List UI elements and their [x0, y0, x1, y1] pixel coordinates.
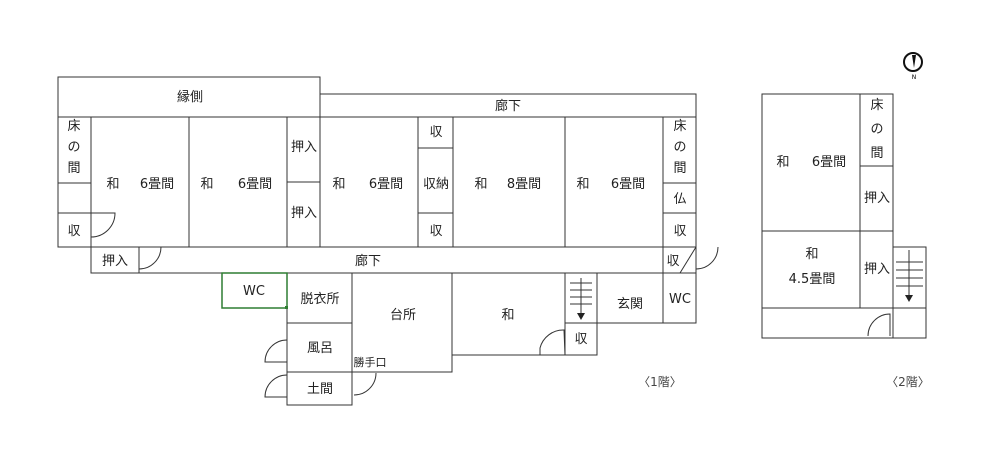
compass-icon: N — [903, 52, 923, 81]
label-wc-2: WC — [669, 292, 691, 307]
stairs-1f — [570, 278, 592, 320]
caption-floor-2: 〈2階〉 — [886, 374, 930, 389]
caption-floor-1: 〈1階〉 — [638, 374, 682, 389]
room5-wa: 和 — [576, 177, 589, 192]
toko-a-1: 床 — [67, 119, 80, 134]
label-lower-corridor: 廊下 — [355, 253, 381, 269]
label-butsu: 仏 — [673, 192, 686, 207]
label-katteguchi: 勝手口 — [354, 355, 387, 369]
engawa — [57, 76, 321, 118]
stair-landing — [892, 307, 927, 339]
label-upper-corridor: 廊下 — [495, 98, 521, 114]
room3-wa: 和 — [332, 177, 345, 192]
label-datsuijo: 脱衣所 — [300, 291, 339, 307]
toko-2f-1: 床 — [870, 98, 883, 113]
room6-size: 6畳間 — [812, 155, 846, 170]
label-shu-6: 収 — [574, 332, 587, 347]
label-oshiire-2: 押入 — [291, 206, 317, 221]
floor-2-plan — [761, 93, 927, 339]
label-genkan: 玄関 — [617, 297, 643, 312]
toko-b-2: の — [673, 140, 686, 155]
label-shu-5: 収 — [666, 254, 679, 269]
room5-size: 6畳間 — [611, 177, 645, 192]
label-daidokoro: 台所 — [390, 308, 416, 323]
room6-wa: 和 — [776, 155, 789, 170]
label-engawa: 縁側 — [177, 89, 203, 105]
label-furo: 風呂 — [307, 341, 333, 356]
label-shu-2: 収 — [429, 125, 442, 140]
label-doma: 土間 — [307, 382, 333, 397]
room2-size: 6畳間 — [238, 177, 272, 192]
shu-small — [564, 322, 598, 356]
room1-size: 6畳間 — [140, 177, 174, 192]
label-shu-1: 収 — [67, 224, 80, 239]
label-2f-oshiire-2: 押入 — [864, 262, 890, 277]
room4-size: 8畳間 — [507, 177, 541, 192]
toko-2f-3: 間 — [870, 146, 883, 161]
room2-wa: 和 — [200, 177, 213, 192]
lower-corridor — [90, 246, 697, 274]
room3-size: 6畳間 — [369, 177, 403, 192]
room1-wa: 和 — [106, 177, 119, 192]
label-oshiire-1: 押入 — [291, 140, 317, 155]
floor2-outline — [761, 93, 894, 339]
label-2f-oshiire-1: 押入 — [864, 191, 890, 206]
genkan-block — [596, 272, 697, 324]
room4-wa: 和 — [474, 177, 487, 192]
room45-wa: 和 — [805, 247, 818, 262]
toko-a-2: の — [67, 140, 80, 155]
label-wc-1: WC — [243, 284, 265, 299]
stairs-2f — [896, 250, 923, 302]
room45-size: 4.5畳間 — [789, 272, 836, 287]
compass-letter: N — [912, 74, 917, 81]
label-wa-small: 和 — [501, 308, 514, 323]
floor-1-plan — [57, 76, 719, 406]
label-shu-4: 収 — [673, 224, 686, 239]
label-shu-3: 収 — [429, 224, 442, 239]
main-room-band — [57, 116, 697, 248]
label-shunou: 収納 — [423, 177, 449, 192]
toko-a-3: 間 — [67, 161, 80, 176]
toko-2f-2: の — [870, 122, 883, 137]
toko-b-3: 間 — [673, 161, 686, 176]
label-oshiire-3: 押入 — [102, 254, 128, 269]
wc-1-room — [221, 272, 288, 309]
toko-b-1: 床 — [673, 119, 686, 134]
doma — [286, 371, 353, 406]
